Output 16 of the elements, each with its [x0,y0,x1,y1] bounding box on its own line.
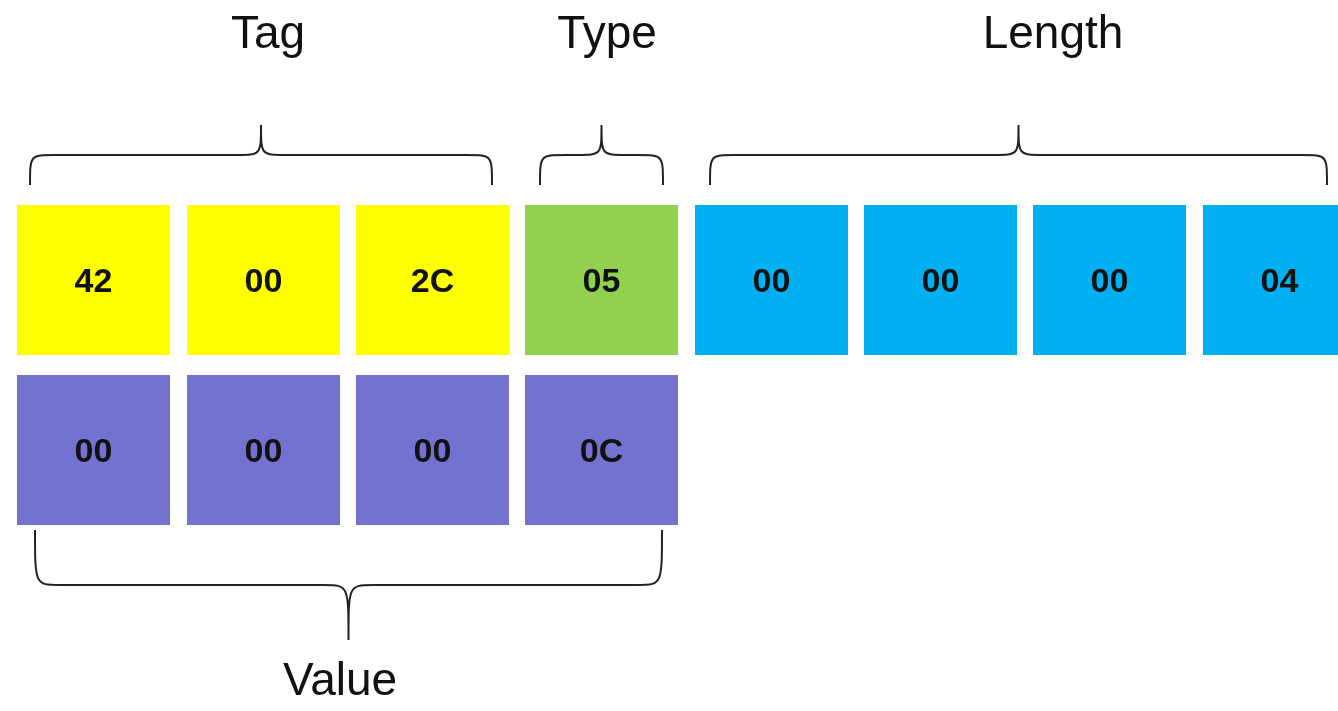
field-label: Tag [230,5,306,59]
field-label: Type [557,5,657,59]
byte-box: 00 [187,375,340,525]
byte-box: 00 [17,375,170,525]
byte-box: 00 [356,375,509,525]
byte-box: 00 [695,205,848,355]
byte-box: 42 [17,205,170,355]
byte-box: 04 [1203,205,1338,355]
field-label: Length [982,5,1124,59]
byte-box: 05 [525,205,678,355]
byte-box: 00 [864,205,1017,355]
byte-box: 0C [525,375,678,525]
byte-box: 00 [187,205,340,355]
field-label: Value [282,652,398,706]
byte-box: 2C [356,205,509,355]
byte-box: 00 [1033,205,1186,355]
